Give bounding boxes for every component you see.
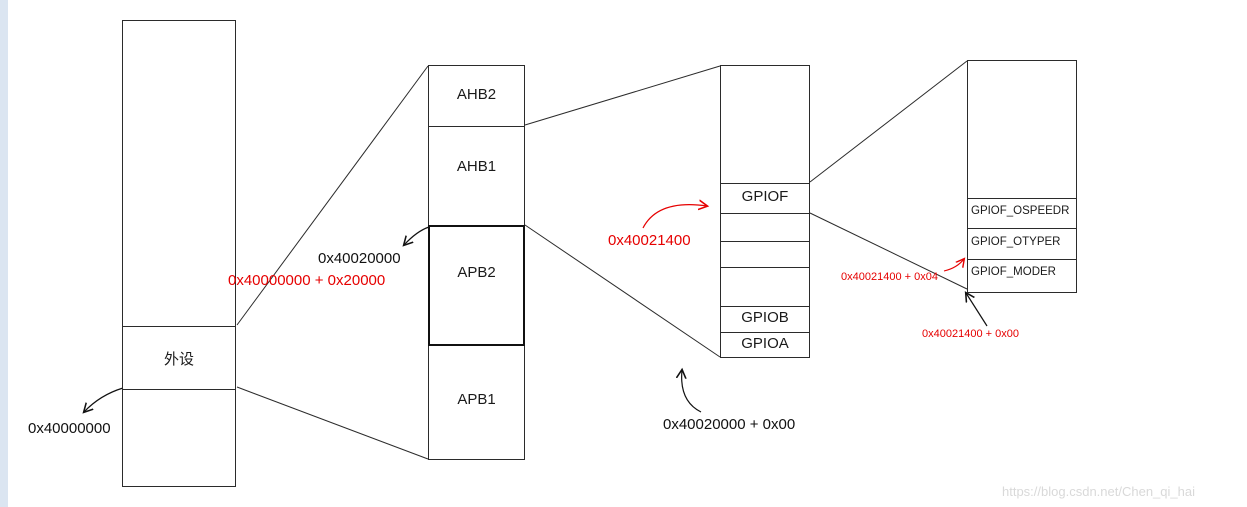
gpio-cell-gpiof: GPIOF (741, 188, 789, 205)
annotation-otyper-offset: 0x40021400 + 0x04 (841, 271, 938, 283)
bus-cell-apb1: APB1 (457, 391, 496, 408)
page-edge-strip (0, 0, 8, 507)
arrow-otyper-offset-red (943, 259, 964, 272)
gpio-divider-2 (721, 213, 809, 214)
annotation-gpiof-address: 0x40021400 (608, 232, 691, 249)
bus-cell-apb2: APB2 (457, 264, 496, 281)
gpio-cell-gpiob: GPIOB (741, 309, 789, 326)
arrow-to-gpioa-corner (682, 370, 702, 413)
bus-divider-ahb2-ahb1 (429, 126, 524, 127)
reg-cell-otyper: GPIOF_OTYPER (971, 236, 1061, 248)
annotation-ahb1-address: 0x40020000 (318, 250, 401, 267)
apb2-highlight-box (428, 225, 525, 346)
reg-divider-3 (968, 259, 1076, 260)
gpio-divider-4 (721, 267, 809, 268)
arrow-gpiof-addr-red (642, 205, 707, 229)
reg-divider-1 (968, 198, 1076, 199)
watermark-url: https://blog.csdn.net/Chen_qi_hai (1002, 484, 1195, 499)
gpio-column: GPIOF GPIOB GPIOA (720, 65, 810, 358)
gpio-cell-gpioa: GPIOA (741, 335, 789, 352)
annotation-gpioa-offset: 0x40020000 + 0x00 (663, 416, 796, 433)
annotation-ahb1-address-calc: 0x40000000 + 0x20000 (228, 272, 386, 289)
arrow-moder-offset (966, 293, 988, 327)
gpio-divider-1 (721, 183, 809, 184)
memory-map-box: 外设 (122, 20, 236, 487)
bus-cell-ahb2: AHB2 (456, 86, 497, 103)
arrow-to-apb2-corner (404, 226, 430, 245)
annotation-moder-offset: 0x40021400 + 0x00 (922, 328, 1019, 340)
bus-column: AHB2 AHB1 APB2 APB1 (428, 65, 525, 460)
bus-cell-ahb1: AHB1 (456, 158, 497, 175)
reg-cell-ospeedr: GPIOF_OSPEEDR (971, 205, 1070, 217)
annotation-base-address: 0x40000000 (28, 420, 111, 437)
zoom-line-gpiof-to-reg-top (809, 60, 968, 183)
zoom-line-periph-to-bus-bottom (236, 386, 429, 460)
arrow-to-base-addr (84, 387, 124, 412)
gpio-divider-5 (721, 306, 809, 307)
gpio-divider-3 (721, 241, 809, 242)
zoom-line-ahb1-to-gpio-top (524, 65, 721, 126)
peripheral-band: 外设 (122, 326, 236, 390)
reg-divider-2 (968, 228, 1076, 229)
gpio-divider-6 (721, 332, 809, 333)
register-column: GPIOF_OSPEEDR GPIOF_OTYPER GPIOF_MODER (967, 60, 1077, 293)
reg-cell-moder: GPIOF_MODER (971, 266, 1056, 278)
peripheral-label: 外设 (163, 350, 194, 368)
